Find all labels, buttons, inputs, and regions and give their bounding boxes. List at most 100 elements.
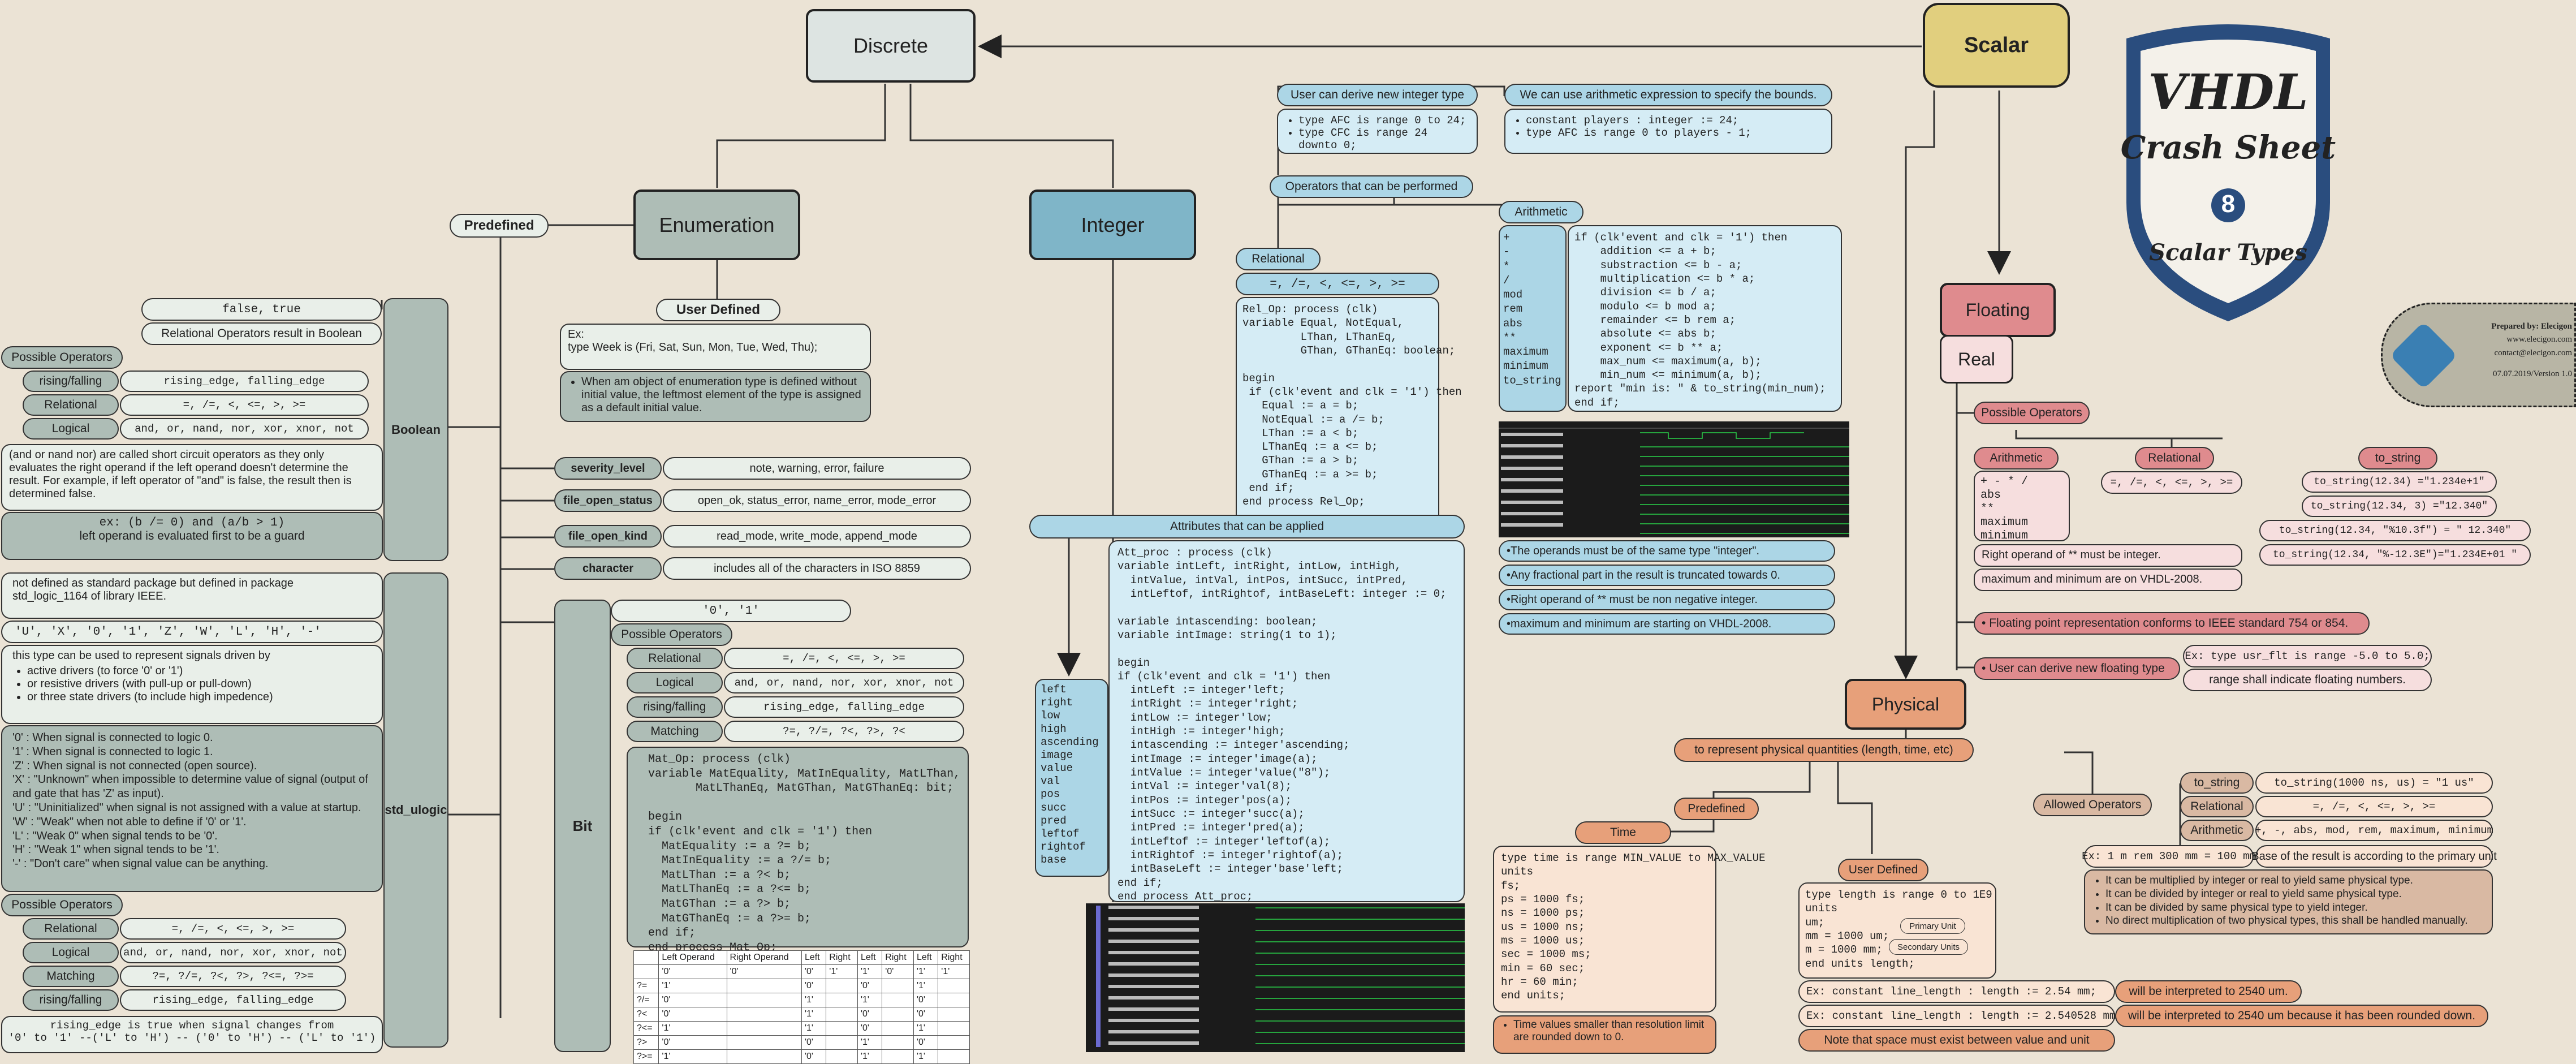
boolean-title: Boolean — [391, 422, 441, 437]
table-row: ?<'0''1''0''0' — [633, 1007, 970, 1022]
boolean-op-value: rising_edge, falling_edge — [120, 371, 369, 392]
int-arith-op: + — [1503, 231, 1510, 244]
ulogic-pkg-text: not defined as standard package but defi… — [12, 577, 294, 602]
table-cell: '1' — [913, 1049, 939, 1064]
int-user-new-code: type AFC is range 0 to 24;type CFC is ra… — [1277, 109, 1478, 154]
short-circuit-note: (and or nand nor) are called short circu… — [1, 444, 383, 511]
table-cell — [726, 979, 802, 993]
ulogic-possible-ops: Possible Operators — [1, 894, 123, 916]
enumeration-title: Enumeration — [659, 213, 775, 236]
int-user-code-line: type CFC is range 24 downto 0; — [1298, 127, 1471, 152]
table-cell — [826, 1021, 858, 1036]
table-cell — [938, 1021, 970, 1036]
physical-op-name: to_string — [2180, 772, 2254, 794]
table-cell — [826, 1035, 858, 1050]
boolean-op-name: rising/falling — [23, 371, 119, 392]
boolean-possible-ops: Possible Operators — [1, 346, 123, 369]
boolean-op-value: and, or, nand, nor, xor, xnor, not — [120, 418, 369, 440]
secondary-units-tag: Secondary Units — [1889, 939, 1968, 955]
table-cell — [826, 1007, 858, 1022]
ulogic-meaning-item: 'H' : "Weak 1" when signal tends to be '… — [12, 843, 219, 856]
table-cell: ?< — [633, 1007, 659, 1022]
table-row: ?<='1''1''0''1' — [633, 1021, 970, 1036]
predefined-label: Predefined — [450, 214, 549, 238]
table-cell: '1' — [857, 1035, 883, 1050]
table-header-cell: Left — [801, 950, 827, 965]
physical-ex1-result: will be interpreted to 2540 um. — [2115, 980, 2302, 1003]
shield-icon — [2126, 24, 2330, 321]
bit-op-name: Relational — [627, 648, 723, 669]
enum-predef-name: file_open_kind — [554, 525, 662, 548]
enum-example-code: type Week is (Fri, Sat, Sun, Mon, Tue, W… — [568, 341, 818, 354]
badge-topic: Scalar Types — [2149, 239, 2307, 266]
ulogic-op-name: Matching — [23, 966, 119, 987]
ulogic-driver-item: or three state drivers (to include high … — [27, 691, 372, 704]
int-arith-op: maximum — [1503, 346, 1548, 359]
attribute-waveform-image — [1086, 903, 1465, 1052]
ulogic-drivers-intro: this type can be used to represent signa… — [12, 649, 270, 662]
ulogic-meaning-item: 'W' : "Weak" when not able to define if … — [12, 815, 247, 828]
int-arith-op: mod — [1503, 288, 1523, 301]
bit-op-value: ?=, ?/=, ?<, ?>, ?< — [724, 721, 964, 742]
int-attr-item: right — [1041, 696, 1073, 709]
bit-title: Bit — [572, 817, 593, 834]
floating-title: Floating — [1965, 299, 2030, 320]
scalar-node: Scalar — [1923, 3, 2070, 88]
table-cell — [633, 964, 659, 979]
enum-predef-value: open_ok, status_error, name_error, mode_… — [663, 489, 971, 512]
int-note-text: Right operand of ** must be non negative… — [1511, 593, 1758, 606]
prepared-mail: contact@elecigon.com — [2494, 348, 2572, 357]
int-relational-label: Relational — [1236, 248, 1321, 270]
physical-rule-item: It can be divided by integer or real to … — [2105, 888, 2486, 901]
prepared-site: www.elecigon.com — [2506, 335, 2572, 344]
boolean-values: false, true — [141, 298, 382, 321]
physical-time-note: Time values smaller than resolution limi… — [1493, 1015, 1716, 1054]
real-user-new: • User can derive new floating type — [1974, 657, 2180, 680]
table-cell: '1' — [913, 1021, 939, 1036]
boolean-op-value: =, /=, <, <=, >, >= — [120, 394, 369, 416]
ulogic-driver-item: active drivers (to force '0' or '1') — [27, 665, 372, 678]
ulogic-op-name: Relational — [23, 918, 119, 940]
real-ieee-text: Floating point representation conforms t… — [1989, 617, 2349, 630]
ulogic-op-value: and, or, nand, nor, xor, xnor, not — [120, 942, 346, 963]
elecigon-logo-icon — [2389, 321, 2458, 390]
table-cell: '1' — [801, 993, 827, 1007]
real-user-new-text: User can derive new floating type — [1989, 662, 2165, 675]
boolean-op-name: Relational — [23, 394, 119, 416]
table-cell — [938, 993, 970, 1007]
table-header-cell: Left — [913, 950, 939, 965]
int-bounds-code-line: constant players : integer := 24; — [1526, 114, 1826, 127]
table-cell: '0' — [913, 1035, 939, 1050]
ulogic-meaning-item: '1' : When signal is connected to logic … — [12, 745, 213, 758]
bit-op-value: rising_edge, falling_edge — [724, 696, 964, 718]
table-row: ?/='0''1''1''0' — [633, 993, 970, 1007]
real-to-string-example: to_string(12.34, "%10.3f") = " 12.340" — [2259, 520, 2531, 541]
real-possible-ops: Possible Operators — [1974, 402, 2090, 424]
enumeration-node: Enumeration — [633, 189, 800, 260]
bit-label: Bit — [554, 600, 611, 1052]
ulogic-drivers: this type can be used to represent signa… — [1, 645, 383, 724]
table-cell — [826, 979, 858, 993]
int-attr-item: pos — [1041, 788, 1060, 801]
physical-op-name: Arithmetic — [2180, 820, 2254, 841]
int-attr-item: value — [1041, 762, 1073, 775]
table-row: ?='1''0''0''1' — [633, 979, 970, 993]
table-cell — [726, 1021, 802, 1036]
table-cell: '1' — [658, 979, 727, 993]
real-arith-op: maximum — [1980, 516, 2029, 529]
rising-edge-values: '0' to '1' --('L' to 'H') -- ('0' to 'H'… — [8, 1032, 376, 1044]
guard-note: left operand is evaluated first to be a … — [79, 529, 305, 542]
bit-values: '0', '1' — [611, 600, 851, 622]
badge-title: VHDL — [2148, 64, 2309, 121]
table-cell: ?>= — [633, 1049, 659, 1064]
enum-predef-value: read_mode, write_mode, append_mode — [663, 525, 971, 548]
physical-ex2: Ex: constant line_length : length := 2.5… — [1798, 1005, 2122, 1027]
real-arith-label: Arithmetic — [1974, 447, 2059, 469]
int-note: • maximum and minimum are starting on VH… — [1499, 613, 1835, 635]
table-cell — [938, 1007, 970, 1022]
physical-op-name: Relational — [2180, 796, 2254, 817]
table-row: ?>='1''0''1''1' — [633, 1049, 970, 1064]
int-attr-item: left — [1041, 683, 1067, 696]
